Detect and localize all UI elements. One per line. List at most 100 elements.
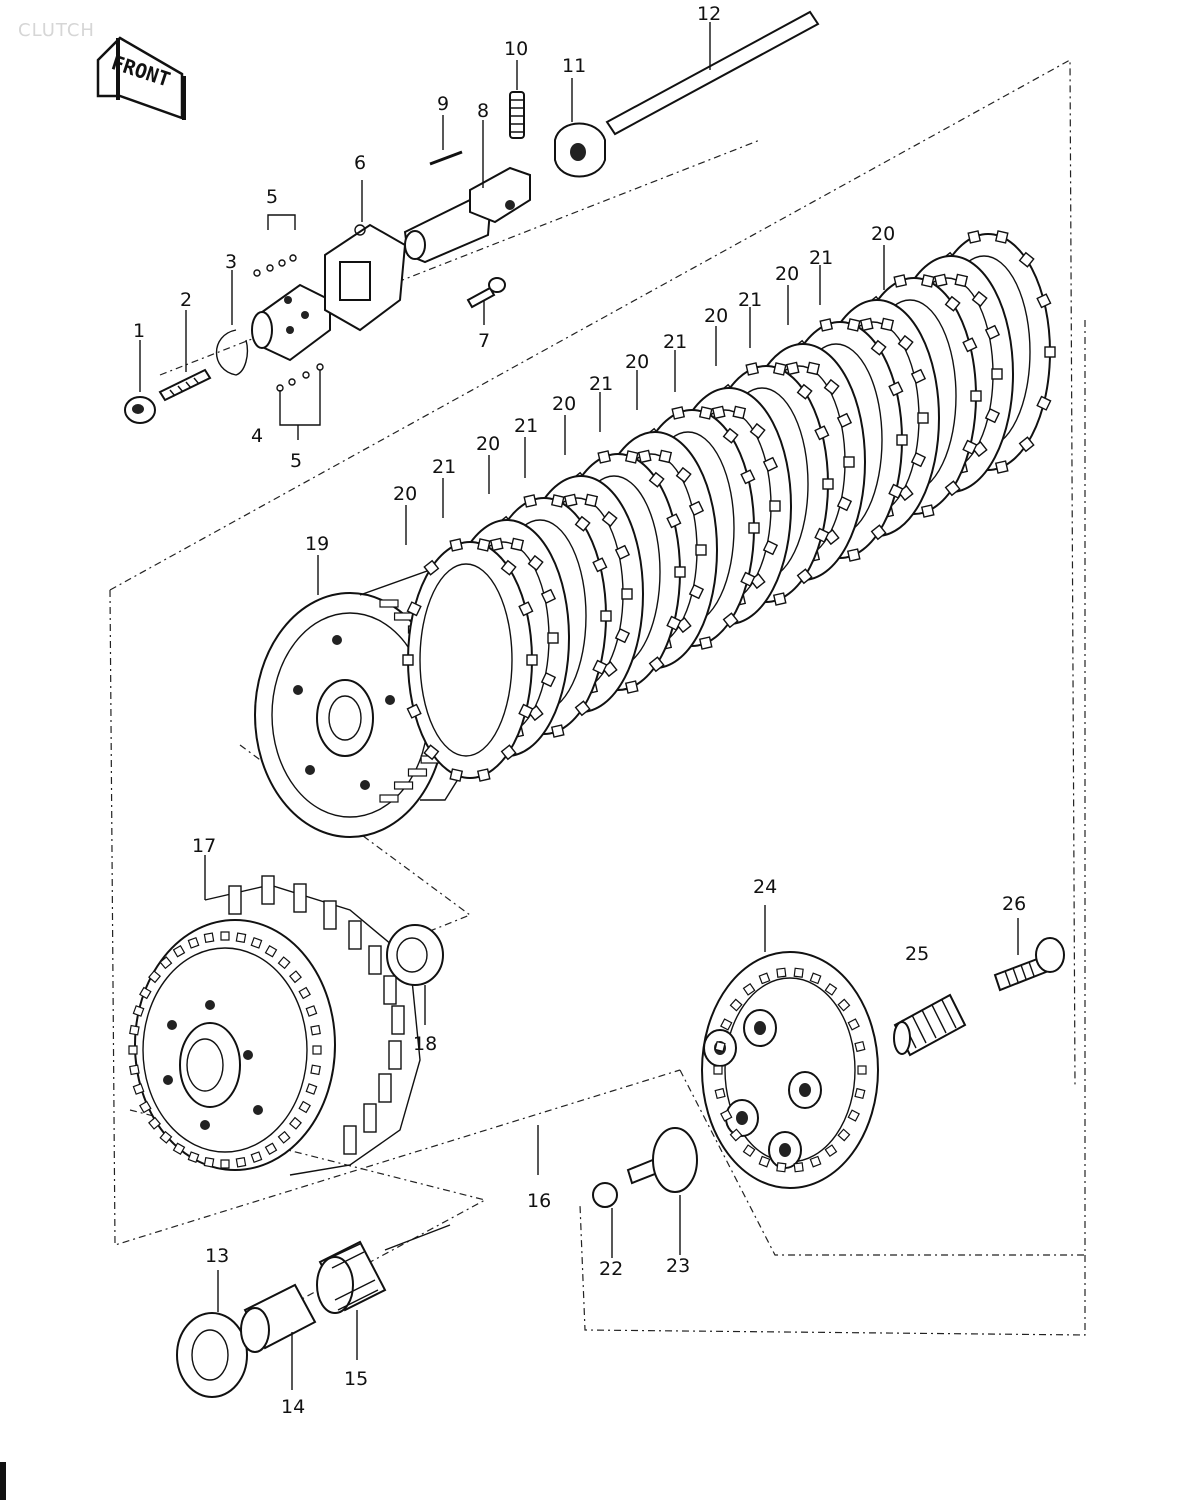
- label-21-a: 21: [432, 456, 456, 478]
- gear-tooth: [159, 1130, 173, 1144]
- plate-tooth: [713, 1065, 723, 1075]
- label-21-d: 21: [663, 331, 687, 353]
- basket-slot: [363, 1103, 377, 1133]
- label-21-e: 21: [738, 289, 762, 311]
- part-22-ball: [592, 1182, 618, 1258]
- basket-slot: [391, 1005, 405, 1035]
- gear-tooth: [298, 1100, 311, 1114]
- label-3: 3: [225, 251, 237, 273]
- gear-tooth: [305, 1005, 318, 1017]
- gear-tooth: [264, 944, 278, 958]
- gear-tooth: [187, 936, 200, 949]
- gear-tooth: [129, 1024, 140, 1036]
- gear-tooth: [235, 1156, 247, 1168]
- part-7-bolt: [466, 277, 506, 325]
- plate-leader-lines: [405, 245, 885, 545]
- housing-basket-slots: [228, 875, 405, 1155]
- pressure-plate-teeth: [713, 967, 867, 1173]
- plate-tooth: [714, 1087, 726, 1100]
- gear-tooth: [288, 1116, 302, 1130]
- hub-spline: [379, 794, 399, 803]
- label-20-d: 20: [625, 351, 649, 373]
- part-24-pressure-plate: [701, 905, 879, 1189]
- label-20-g: 20: [871, 223, 895, 245]
- friction-plate: [402, 538, 538, 782]
- label-18: 18: [413, 1033, 437, 1055]
- gear-tooth: [139, 986, 152, 1000]
- part-6-release-holder: [324, 180, 407, 332]
- plate-tooth: [824, 1144, 838, 1158]
- label-14: 14: [281, 1396, 305, 1418]
- part-number-labels: 1 2 3 4 5 5 6 7 8 9 10 11 12 13 14 15 16…: [133, 3, 1026, 1418]
- part-23-pushrod: [626, 1127, 698, 1255]
- hub-spline: [379, 599, 399, 608]
- label-17: 17: [192, 835, 216, 857]
- label-20-c: 20: [552, 393, 576, 415]
- plate-tooth: [837, 1128, 851, 1142]
- plate-tooth: [847, 1109, 860, 1122]
- part-3-circlip: [215, 270, 249, 376]
- hub-spline: [393, 781, 414, 790]
- gear-tooth: [203, 932, 215, 944]
- label-8: 8: [477, 100, 489, 122]
- gear-tooth: [129, 1064, 140, 1076]
- label-20-a: 20: [393, 483, 417, 505]
- basket-slot: [228, 885, 242, 915]
- label-15: 15: [344, 1368, 368, 1390]
- gear-tooth: [172, 944, 186, 958]
- label-21-b: 21: [514, 415, 538, 437]
- gear-tooth: [235, 932, 247, 944]
- housing-gear-teeth: [128, 931, 322, 1169]
- label-23: 23: [666, 1255, 690, 1277]
- label-24: 24: [753, 876, 777, 898]
- label-21-c: 21: [589, 373, 613, 395]
- plate-tooth: [809, 972, 822, 985]
- hub-spline: [393, 612, 414, 621]
- label-5-bottom: 5: [290, 450, 302, 472]
- basket-slot: [261, 875, 275, 905]
- label-10: 10: [504, 38, 528, 60]
- label-21-f: 21: [809, 247, 833, 269]
- part-18-thrust-washer: [386, 924, 444, 1025]
- label-2: 2: [180, 289, 192, 311]
- plate-tooth: [720, 1109, 733, 1122]
- front-direction-badge: FRONT: [96, 36, 186, 120]
- gear-tooth: [132, 1005, 145, 1017]
- label-25: 25: [905, 943, 929, 965]
- label-20-f: 20: [775, 263, 799, 285]
- basket-slot: [388, 1040, 402, 1070]
- plate-tooth: [809, 1155, 822, 1168]
- hub-spline: [407, 768, 428, 777]
- label-6: 6: [354, 152, 366, 174]
- plate-tooth: [714, 1040, 726, 1053]
- plate-tooth: [729, 1128, 743, 1142]
- plate-tooth: [776, 1162, 787, 1173]
- plate-tooth: [824, 982, 838, 996]
- label-4: 4: [251, 425, 263, 447]
- part-5-balls: [253, 214, 324, 440]
- label-9: 9: [437, 93, 449, 115]
- label-13: 13: [205, 1245, 229, 1267]
- diagram-header-text: CLUTCH: [18, 20, 95, 41]
- plate-tooth: [776, 967, 787, 978]
- gear-tooth: [277, 1130, 291, 1144]
- gear-tooth: [250, 1151, 263, 1164]
- part-10-spring: [509, 60, 525, 139]
- part-2-adjusting-screw: [158, 310, 212, 402]
- gear-tooth: [128, 1045, 138, 1055]
- label-19: 19: [305, 533, 329, 555]
- gear-tooth: [310, 1064, 321, 1076]
- part-11-oil-seal: [554, 78, 606, 178]
- part-15-needle-bearing: [316, 1224, 451, 1360]
- gear-tooth: [305, 1083, 318, 1095]
- part-8-release-lever: [403, 120, 531, 264]
- gear-tooth: [312, 1045, 322, 1055]
- gear-tooth: [310, 1024, 321, 1036]
- label-22: 22: [599, 1258, 623, 1280]
- plate-tooth: [837, 998, 851, 1012]
- part-1-nut: [124, 340, 156, 424]
- plate-tooth: [793, 967, 804, 978]
- part-13-washer: [176, 1270, 248, 1398]
- label-16: 16: [527, 1190, 551, 1212]
